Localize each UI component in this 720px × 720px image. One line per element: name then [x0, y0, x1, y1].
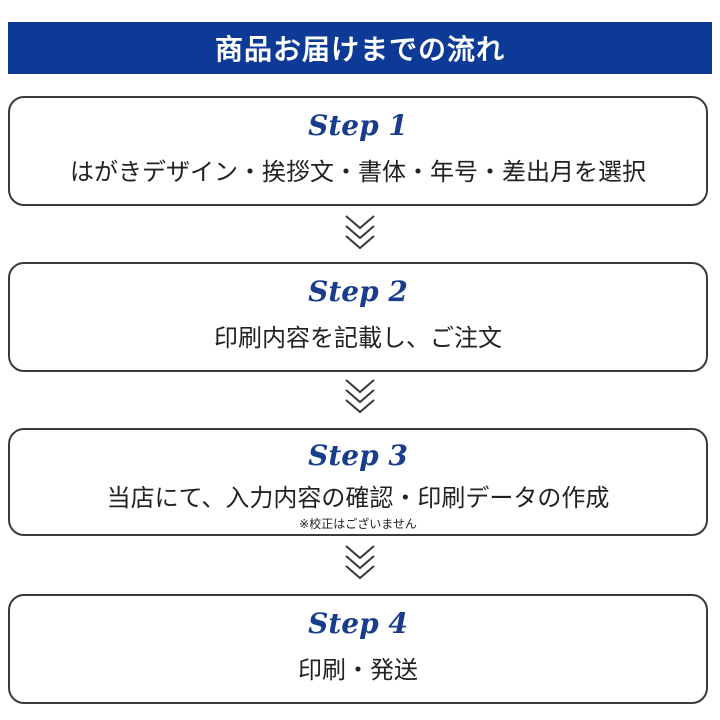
step-3-description: 当店にて、入力内容の確認・印刷データの作成 — [106, 484, 610, 512]
step-2-description: 印刷内容を記載し、ご注文 — [214, 324, 502, 352]
chevron-down-icon — [345, 379, 375, 414]
step-1-box: Step 1 はがきデザイン・挨拶文・書体・年号・差出月を選択 — [8, 96, 708, 206]
step-4-title: Step 4 — [308, 607, 408, 640]
step-1-title: Step 1 — [308, 109, 408, 142]
chevron-down-icon — [345, 215, 375, 250]
chevron-down-icon — [345, 545, 375, 580]
step-1-description: はがきデザイン・挨拶文・書体・年号・差出月を選択 — [70, 158, 646, 186]
step-3-note: ※校正はございません — [299, 517, 417, 531]
step-2-box: Step 2 印刷内容を記載し、ご注文 — [8, 262, 708, 372]
page-title: 商品お届けまでの流れ — [8, 22, 712, 74]
step-4-description: 印刷・発送 — [298, 656, 418, 684]
step-2-title: Step 2 — [308, 275, 408, 308]
step-3-title: Step 3 — [308, 439, 408, 472]
step-4-box: Step 4 印刷・発送 — [8, 594, 708, 704]
step-3-box: Step 3 当店にて、入力内容の確認・印刷データの作成 ※校正はございません — [8, 428, 708, 536]
